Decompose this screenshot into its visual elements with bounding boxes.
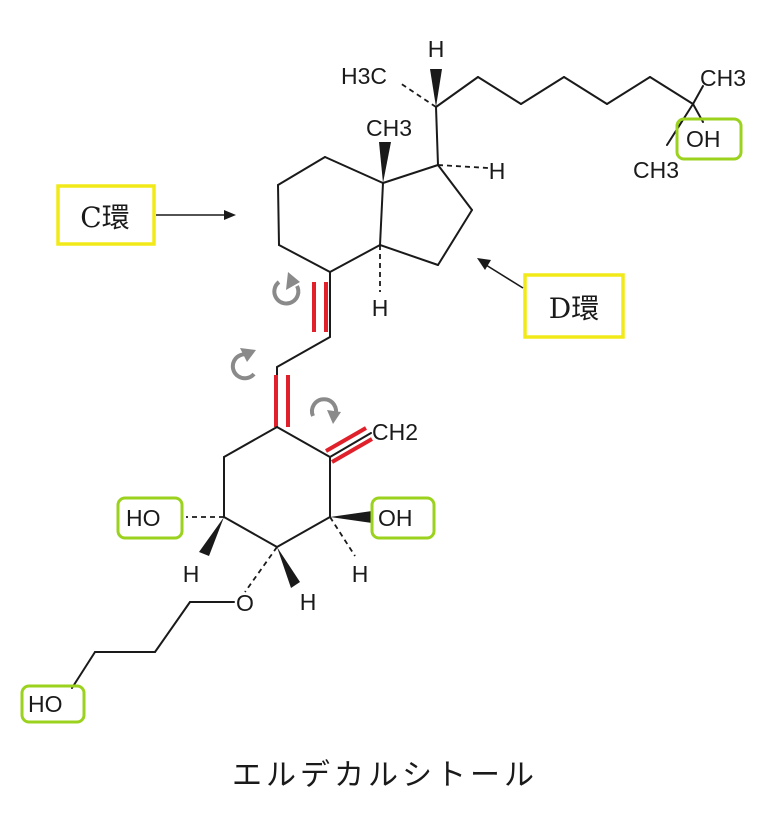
atom-h-left: H xyxy=(183,561,200,587)
atom-h-junction-bottom: H xyxy=(372,295,389,321)
ring-c-highlight-box xyxy=(56,184,156,246)
ring-d-label: D環 xyxy=(477,258,625,339)
atom-h-right: H xyxy=(352,561,369,587)
oh-side-highlight xyxy=(675,117,743,161)
methyl-wedge xyxy=(379,142,391,183)
ring-c-label: C環 xyxy=(56,184,236,246)
ring-d-highlight-box xyxy=(523,273,625,339)
atom-oh-right: OH xyxy=(378,505,413,531)
oh-right-highlight xyxy=(370,496,436,540)
ring-c-bonds xyxy=(277,142,391,273)
atom-ch3-ring: CH3 xyxy=(366,115,412,141)
ring-d-text: D環 xyxy=(549,292,599,325)
triene-linker xyxy=(274,271,331,428)
compound-name: エルデカルシトール xyxy=(232,758,538,793)
ho-chain-highlight xyxy=(20,684,86,724)
ho-left-highlight xyxy=(116,496,184,540)
atom-h-junction-right: H xyxy=(489,158,506,184)
stereo-wedge xyxy=(430,69,442,107)
h-wedge-left xyxy=(199,517,224,556)
atom-ch3-right: CH3 xyxy=(700,65,746,91)
atom-oh-side: OH xyxy=(686,126,721,152)
rotation-arrow-2 xyxy=(230,348,256,381)
ring-a-bonds xyxy=(186,426,373,593)
atom-ho-left: HO xyxy=(126,505,161,531)
side-chain xyxy=(399,69,704,166)
atom-h3c: H3C xyxy=(341,63,387,89)
ring-c-text: C環 xyxy=(80,201,129,234)
oh-wedge xyxy=(330,511,372,523)
atom-ho-chain: HO xyxy=(28,691,63,717)
rotation-arrow-1 xyxy=(272,272,301,306)
h-wedge-bottom xyxy=(277,547,300,588)
rotation-arrow-3 xyxy=(310,397,341,424)
hydroxypropoxy-chain xyxy=(71,601,235,689)
atom-oxygen: O xyxy=(236,590,254,616)
ring-d-arrow-icon xyxy=(485,264,524,289)
atom-ch3-bottom: CH3 xyxy=(633,157,679,183)
atom-ch2: CH2 xyxy=(372,419,418,445)
atom-h-bottom: H xyxy=(300,589,317,615)
atom-h-top: H xyxy=(428,36,445,62)
ring-d-bonds xyxy=(379,164,489,292)
